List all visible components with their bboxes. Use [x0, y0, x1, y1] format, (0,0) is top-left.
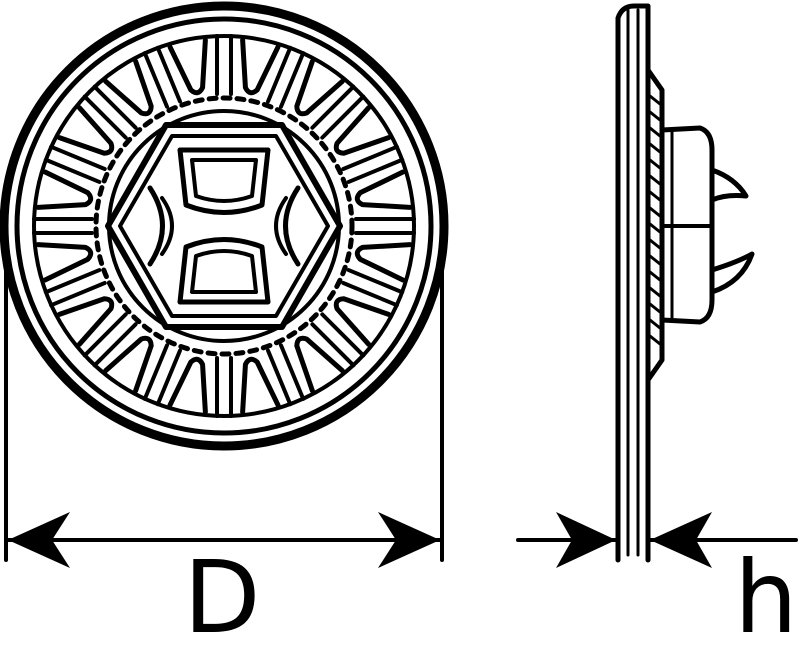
rib-ring-outer: [32, 34, 416, 418]
rib-line: [346, 157, 405, 184]
dimension-d: D: [4, 224, 444, 656]
rib-tick: [648, 190, 662, 202]
rib-line: [82, 94, 128, 140]
u-clip: [103, 58, 154, 117]
rib-line: [320, 312, 366, 358]
rib-line: [43, 157, 102, 184]
u-clip: [354, 242, 413, 283]
rib-line: [266, 45, 293, 104]
rib-line: [92, 84, 138, 130]
rib-line: [49, 280, 107, 308]
rib-line: [278, 51, 306, 109]
arrow-h-right: [650, 512, 712, 568]
rib-line: [341, 280, 399, 308]
rib-tick: [648, 206, 662, 218]
rib-tick: [648, 158, 662, 170]
rib-tick: [648, 254, 662, 266]
rib-tick: [648, 334, 662, 346]
u-clip: [240, 37, 281, 96]
rib-tick: [648, 238, 662, 250]
rib-tick: [648, 222, 662, 234]
outer-rim-inner: [14, 16, 434, 436]
u-clip: [294, 58, 345, 117]
u-clip: [56, 296, 115, 347]
front-view: [0, 1, 449, 451]
u-clip: [294, 335, 345, 394]
rib-line: [320, 94, 366, 140]
rib-profile-ticks: [648, 94, 662, 346]
u-clip: [35, 242, 94, 283]
rib-tick: [648, 126, 662, 138]
rib-line: [92, 322, 138, 368]
dashed-ring: [93, 95, 355, 357]
label-d: D: [183, 539, 260, 656]
rib-line: [310, 84, 356, 130]
arrow-left: [8, 512, 70, 568]
u-clip: [333, 105, 392, 156]
arrow-h-left: [556, 512, 616, 568]
u-clip: [35, 169, 94, 210]
rib-line: [341, 144, 399, 172]
rib-tick: [648, 318, 662, 330]
rib-tick: [648, 286, 662, 298]
rib-line: [49, 144, 107, 172]
u-clip: [354, 169, 413, 210]
u-clip: [103, 335, 154, 394]
u-clip: [56, 105, 115, 156]
rib-line: [142, 51, 170, 109]
side-view: [615, 3, 755, 563]
rib-tick: [648, 94, 662, 106]
arrow-right: [378, 512, 440, 568]
u-clip: [167, 356, 208, 415]
rib-line: [155, 348, 182, 407]
u-clip: [167, 37, 208, 96]
hexagon-outer: [105, 122, 343, 330]
rib-line: [310, 322, 356, 368]
u-clip: [333, 296, 392, 347]
rib-tick: [648, 142, 662, 154]
radial-ribs: [32, 34, 416, 418]
rib-line: [142, 343, 170, 401]
label-h: h: [734, 539, 797, 656]
rib-line: [346, 268, 405, 295]
u-clip: [240, 356, 281, 415]
rib-tick: [648, 270, 662, 282]
rib-line: [155, 45, 182, 104]
rib-line: [266, 348, 293, 407]
rib-tick: [648, 110, 662, 122]
rib-line: [43, 268, 102, 295]
outer-rim: [0, 1, 449, 451]
rib-line: [278, 343, 306, 401]
rib-line: [82, 312, 128, 358]
rib-tick: [648, 302, 662, 314]
center-hub: [147, 147, 301, 305]
hexagon-inner: [118, 134, 330, 318]
inner-ring: [107, 109, 341, 343]
dimension-h: h: [516, 512, 798, 656]
rib-tick: [648, 174, 662, 186]
